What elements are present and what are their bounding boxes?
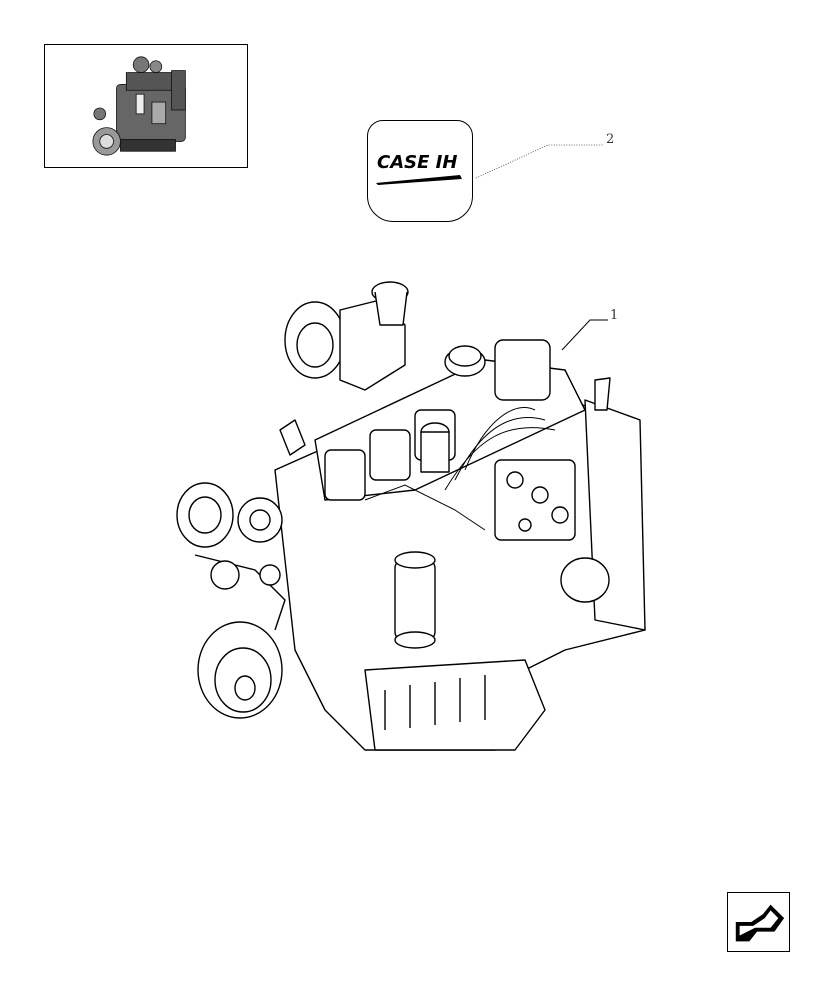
engine-thumbnail-icon [92,56,186,156]
callout-number-1: 1 [610,308,619,323]
engine-assembly-illustration [176,281,646,751]
case-ih-logo-decal[interactable]: CASE IH [367,120,473,222]
callout-number-2: 2 [606,132,615,147]
engine-thumbnail[interactable] [44,44,248,168]
case-ih-logo-icon [376,175,462,185]
logo-brand-text: CASE IH [377,152,458,173]
navigate-arrow-icon [735,904,785,942]
navigate-button[interactable] [727,892,790,952]
